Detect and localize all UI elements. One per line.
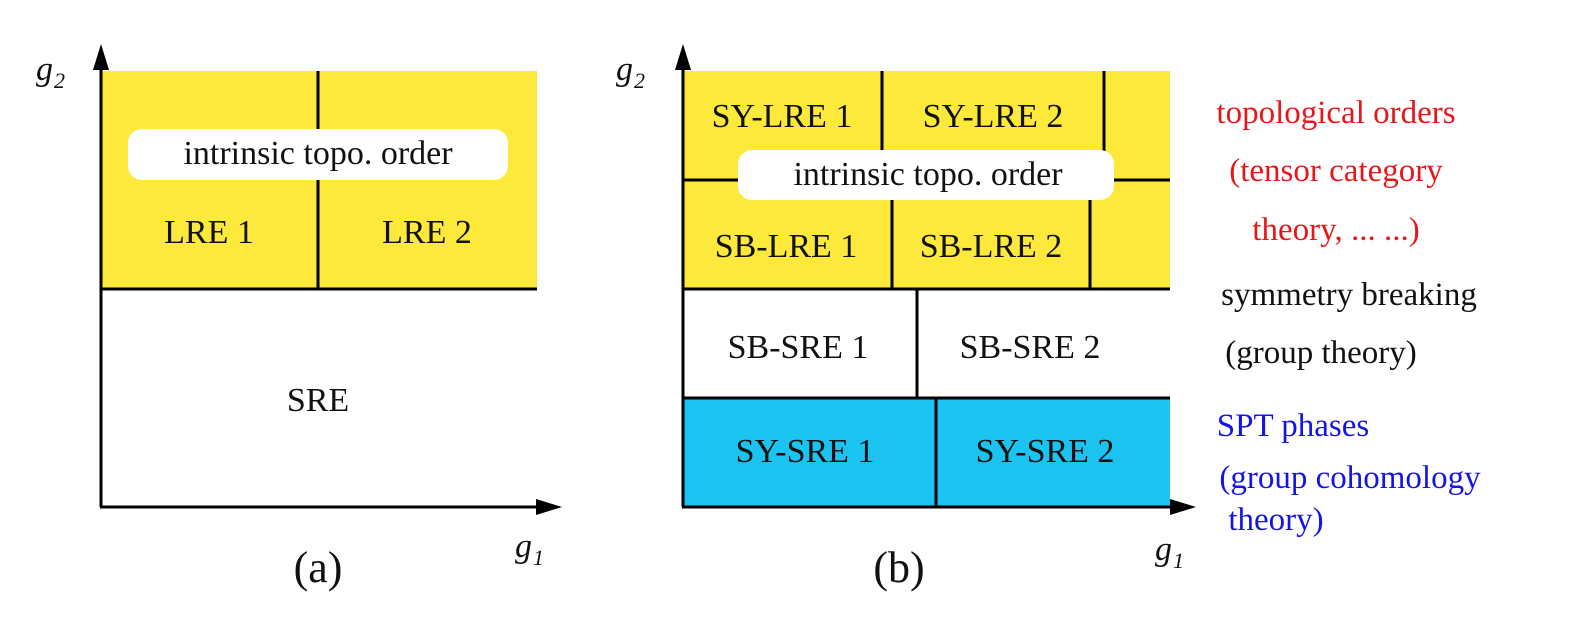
intrinsic-label-box-a	[128, 129, 508, 180]
region-sy-lre2-b: SY-LRE 2	[923, 98, 1064, 135]
x-axis-arrowhead-a	[536, 499, 562, 515]
topological-orders-label: topological orders	[1216, 95, 1455, 131]
panel-b: g2 g1 SY-LRE 1 SY-LRE 2 intrinsic topo. …	[616, 44, 1196, 592]
tensor-category-label: (tensor category	[1229, 153, 1443, 189]
intrinsic-label-b: intrinsic topo. order	[793, 156, 1063, 193]
group-theory-label: (group theory)	[1225, 335, 1417, 371]
panel-caption-b: (b)	[873, 543, 924, 592]
region-sb-sre2-b: SB-SRE 2	[960, 329, 1101, 366]
region-sb-sre1-b: SB-SRE 1	[728, 329, 869, 366]
region-lre2-a: LRE 2	[382, 214, 472, 251]
region-sre-a: SRE	[287, 382, 349, 419]
y-axis-arrowhead-b	[675, 44, 691, 70]
intrinsic-label-box-b	[738, 150, 1114, 200]
x-axis-label-a: g1	[515, 528, 544, 570]
group-cohomology-label: (group cohomology	[1219, 460, 1481, 496]
region-sy-sre1-b: SY-SRE 1	[736, 433, 875, 470]
region-lre1-a: LRE 1	[164, 214, 254, 251]
y-axis-arrowhead-a	[93, 44, 109, 70]
x-axis-label-b: g1	[1155, 531, 1184, 573]
region-sb-lre2-b: SB-LRE 2	[920, 228, 1063, 265]
region-sy-lre1-b: SY-LRE 1	[712, 98, 853, 135]
spt-region-b	[683, 398, 1170, 507]
group-cohomology-theory-label: theory)	[1228, 502, 1323, 538]
x-axis-arrowhead-b	[1170, 499, 1196, 515]
intrinsic-label-a: intrinsic topo. order	[183, 135, 453, 172]
spt-phases-label: SPT phases	[1217, 408, 1370, 444]
y-axis-label-a: g2	[36, 51, 65, 93]
symmetry-breaking-label: symmetry breaking	[1221, 277, 1477, 313]
classification-legend: topological orders (tensor category theo…	[1216, 95, 1481, 538]
panel-a: g2 g1 intrinsic topo. order LRE 1 LRE 2 …	[36, 44, 562, 592]
region-sy-sre2-b: SY-SRE 2	[976, 433, 1115, 470]
y-axis-label-b: g2	[616, 51, 645, 93]
tensor-category-theory-label: theory, ... ...)	[1252, 212, 1419, 248]
region-sb-lre1-b: SB-LRE 1	[715, 228, 858, 265]
panel-caption-a: (a)	[294, 543, 343, 592]
